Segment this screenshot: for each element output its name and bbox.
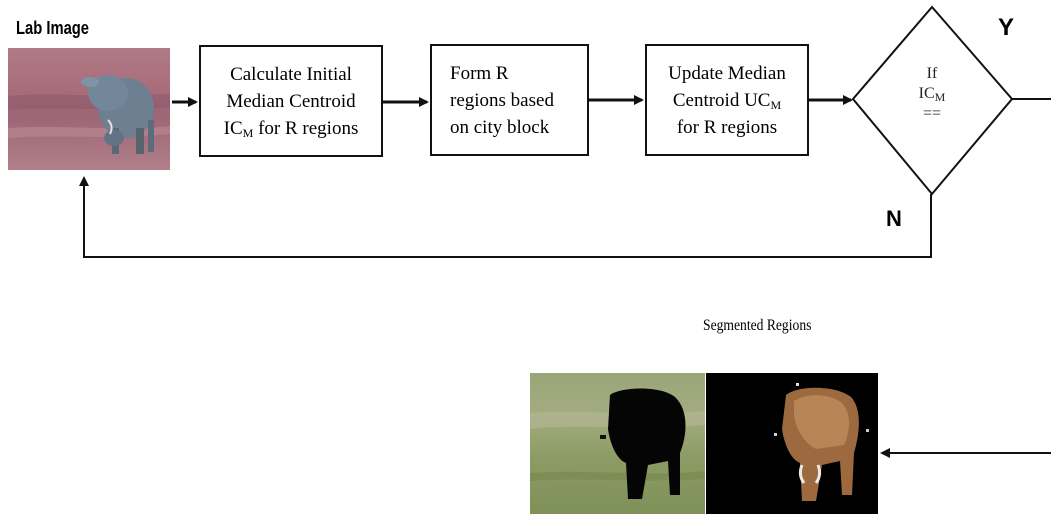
box3-line1: Update Median <box>668 62 786 84</box>
box3-line3: for R regions <box>676 116 778 138</box>
decision-line3: == <box>922 105 942 122</box>
box1-line2: Median Centroid <box>226 90 356 112</box>
calculate-initial-centroid-box: Calculate Initial Median Centroid ICM fo… <box>199 45 383 157</box>
box2-line2: regions based <box>450 89 554 111</box>
yes-label: Y <box>998 14 1015 41</box>
decision-line1: If <box>926 65 938 82</box>
box2-line1: Form R <box>450 62 509 84</box>
segmented-background-image <box>530 373 705 514</box>
decision-diamond <box>851 5 1014 196</box>
box1-line3: ICM for R regions <box>223 117 359 140</box>
form-regions-box: Form R regions based on city block <box>430 44 589 156</box>
no-loop-line <box>79 176 932 258</box>
cow-lab-image <box>8 48 170 170</box>
lab-image-label: Lab Image <box>16 18 90 38</box>
no-label: N <box>886 206 902 231</box>
box2-line3: on city block <box>450 116 550 138</box>
box3-line2: Centroid UCM <box>672 89 782 112</box>
segmented-cow-image <box>706 373 878 514</box>
decision-line2: ICM <box>918 85 946 104</box>
segmented-regions-label: Segmented Regions <box>703 317 812 334</box>
decision-text: If ICM == <box>900 64 964 124</box>
update-median-centroid-box: Update Median Centroid UCM for R regions <box>645 44 809 156</box>
box1-line1: Calculate Initial <box>230 63 352 85</box>
